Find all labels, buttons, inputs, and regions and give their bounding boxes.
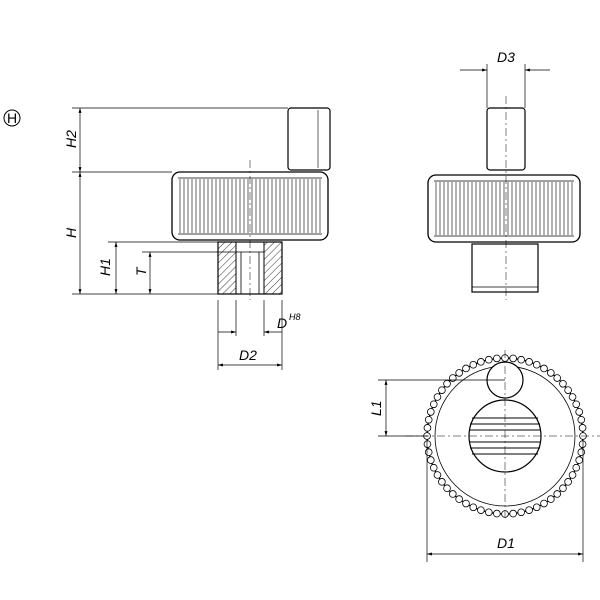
knurl-scallop xyxy=(517,508,526,517)
knurl-scallop xyxy=(493,509,501,518)
top-view xyxy=(405,350,600,520)
knurl-scallop xyxy=(423,424,432,432)
knurl-scallop xyxy=(564,386,572,394)
knurl-scallop xyxy=(568,393,577,401)
knurl-scallop xyxy=(509,509,517,518)
knurl-scallop xyxy=(577,448,586,457)
knurl-scallop xyxy=(509,354,517,363)
knurl-scallop xyxy=(553,374,561,382)
front-boss xyxy=(471,243,539,293)
knurl-scallop xyxy=(540,364,548,373)
knurl-scallop xyxy=(559,484,567,492)
knurl-scallop xyxy=(484,355,493,364)
knurl-scallop xyxy=(525,506,533,514)
dim-D1-label: D1 xyxy=(497,535,515,551)
knurl-scallop xyxy=(429,463,438,472)
variant-circle xyxy=(3,109,21,127)
knurl-scallop xyxy=(438,386,446,394)
knurl-scallop xyxy=(493,354,501,363)
knurl-scallop xyxy=(449,374,457,382)
top-dimensions xyxy=(378,379,584,562)
knurl-scallop xyxy=(423,440,432,448)
knurl-lines-side xyxy=(179,179,321,233)
knurl-scallop xyxy=(433,471,442,479)
knurl-scallop xyxy=(427,456,435,464)
knurl-scallop xyxy=(455,369,463,377)
dim-H-label: H xyxy=(63,227,79,238)
knurl-scallop xyxy=(525,358,533,366)
knurl-scallop xyxy=(553,490,561,498)
knurl-scallop xyxy=(443,484,451,492)
knurl-scallop xyxy=(424,448,433,457)
knurl-lines-front xyxy=(435,182,573,235)
side-dimensions xyxy=(72,107,288,370)
knurl-scallop xyxy=(577,415,586,424)
knurl-scallop xyxy=(540,499,548,508)
knurl-scallop xyxy=(559,380,567,388)
variant-label: H xyxy=(7,110,17,126)
knurl-scallop xyxy=(572,463,581,472)
knurl-scallop xyxy=(443,380,451,388)
dim-H1-label: H1 xyxy=(97,258,113,276)
boss-hatch-left xyxy=(218,242,236,294)
front-dimensions xyxy=(460,64,550,108)
knurl-scallop xyxy=(477,358,485,366)
dim-D-label: D xyxy=(277,315,287,331)
handle-pin xyxy=(287,107,331,171)
knurl-scallop xyxy=(578,440,587,448)
knurl-scallop xyxy=(547,369,555,377)
boss-hatch-right xyxy=(264,242,282,294)
knurl-scallops-top xyxy=(423,354,587,518)
knurl-scallop xyxy=(438,478,446,486)
dim-D-tolerance: H8 xyxy=(289,312,301,322)
knurl-scallop xyxy=(469,503,478,512)
knurl-scallop xyxy=(568,471,577,479)
knurl-scallop xyxy=(532,503,541,512)
knurl-scallop xyxy=(427,408,435,416)
knurl-scallop xyxy=(578,424,587,432)
knurl-scallop xyxy=(572,400,581,409)
knurl-scallop xyxy=(575,408,583,416)
knurl-scallop xyxy=(564,478,572,486)
knurl-scallop xyxy=(449,490,457,498)
knurl-scallop xyxy=(424,415,433,424)
dim-L1-label: L1 xyxy=(368,400,384,416)
side-view xyxy=(171,107,331,300)
threaded-boss xyxy=(217,241,283,295)
dim-D2-label: D2 xyxy=(239,347,257,363)
knurl-scallop xyxy=(547,495,555,503)
dim-D3-label: D3 xyxy=(497,49,515,65)
knurl-scallop xyxy=(469,360,478,369)
knurl-scallop xyxy=(575,456,583,464)
knurl-scallop xyxy=(429,400,438,409)
knurl-scallop xyxy=(462,364,470,373)
knurl-scallop xyxy=(484,508,493,517)
knurl-scallop xyxy=(477,506,485,514)
knurl-scallop xyxy=(433,393,442,401)
knurl-scallop xyxy=(532,360,541,369)
knurl-scallop xyxy=(517,355,526,364)
knurl-scallop xyxy=(462,499,470,508)
knurl-scallop xyxy=(455,495,463,503)
variant-marker: H xyxy=(3,109,21,127)
front-view xyxy=(427,96,581,300)
dim-H2-label: H2 xyxy=(63,130,79,148)
dim-T-label: T xyxy=(133,266,149,276)
